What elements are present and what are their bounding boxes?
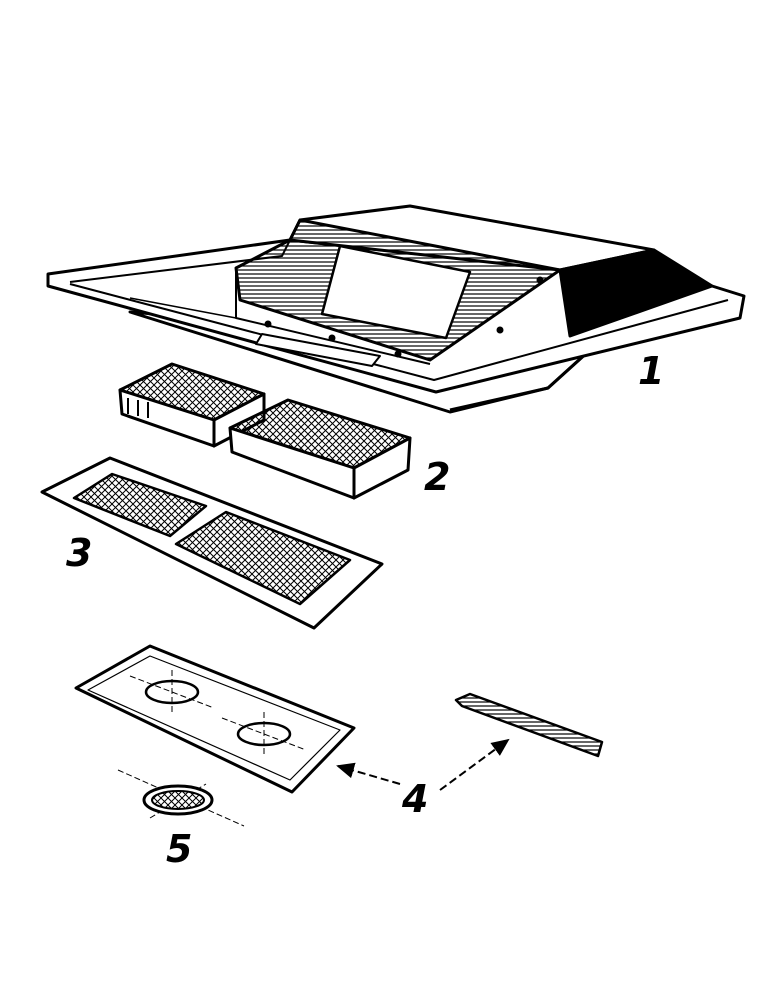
- grease-filter-panel-part: [40, 456, 384, 630]
- callout-label-4: 4: [402, 777, 429, 821]
- callout-label-5: 5: [166, 827, 193, 871]
- callout-label-1: 1: [638, 349, 665, 393]
- callout-label-3: 3: [66, 531, 93, 575]
- mounting-plate-part: [74, 644, 356, 794]
- filter-cartridges-part: [118, 362, 412, 500]
- callout-4-arrows: [336, 738, 510, 791]
- sealing-strip-part: [454, 692, 604, 758]
- hood-part: [46, 204, 746, 414]
- round-vent-grille-part: [117, 769, 245, 827]
- callout-label-2: 2: [424, 455, 451, 499]
